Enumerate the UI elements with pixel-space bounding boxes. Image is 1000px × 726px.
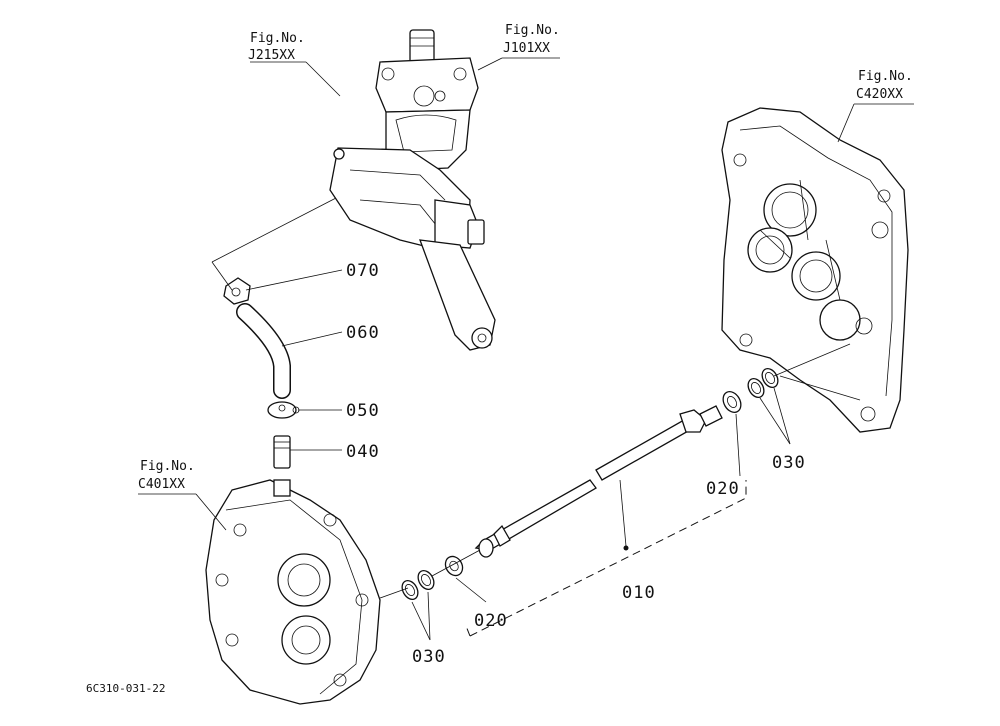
assembly-010-bracket	[465, 480, 747, 637]
part-030-left-rings	[401, 570, 435, 600]
part-020-right-ring	[722, 391, 742, 413]
hydraulic-unit-drawing	[316, 29, 496, 351]
svg-text:J215XX: J215XX	[248, 48, 295, 63]
leader-lines	[138, 57, 914, 641]
svg-text:C401XX: C401XX	[138, 477, 185, 492]
label-part-030-left: 030	[412, 647, 446, 667]
part-050-fitting	[267, 401, 300, 419]
left-housing-drawing	[205, 479, 381, 705]
part-060-hose	[236, 303, 291, 399]
svg-text:Fig.No.: Fig.No.	[140, 459, 195, 474]
part-010-shaft	[474, 405, 723, 558]
svg-text:Fig.No.: Fig.No.	[505, 23, 560, 38]
label-part-020-left: 020	[474, 611, 508, 631]
label-part-030-right: 030	[772, 453, 806, 473]
figure-ref-c420: Fig.No. C420XX	[856, 69, 913, 102]
svg-text:J101XX: J101XX	[503, 41, 550, 56]
right-housing-drawing	[721, 107, 909, 433]
part-020-left-ring	[444, 555, 464, 577]
svg-text:Fig.No.: Fig.No.	[858, 69, 913, 84]
part-030-right-rings	[747, 368, 779, 398]
label-part-020-right: 020	[706, 479, 740, 499]
figure-ref-j215: Fig.No. J215XX	[248, 31, 305, 63]
label-part-040: 040	[346, 442, 380, 462]
figure-ref-j101: Fig.No. J101XX	[503, 23, 560, 56]
label-part-060: 060	[346, 323, 380, 343]
part-070-clamp	[223, 277, 251, 305]
svg-text:Fig.No.: Fig.No.	[250, 31, 305, 46]
part-040-adapter	[273, 435, 291, 469]
assembly-lines	[211, 197, 861, 599]
label-part-070: 070	[346, 261, 380, 281]
diagram-code: 6C310-031-22	[86, 682, 165, 695]
figure-ref-c401: Fig.No. C401XX	[138, 459, 195, 492]
label-part-050: 050	[346, 401, 380, 421]
svg-text:C420XX: C420XX	[856, 87, 903, 102]
label-part-010: 010	[622, 583, 656, 603]
